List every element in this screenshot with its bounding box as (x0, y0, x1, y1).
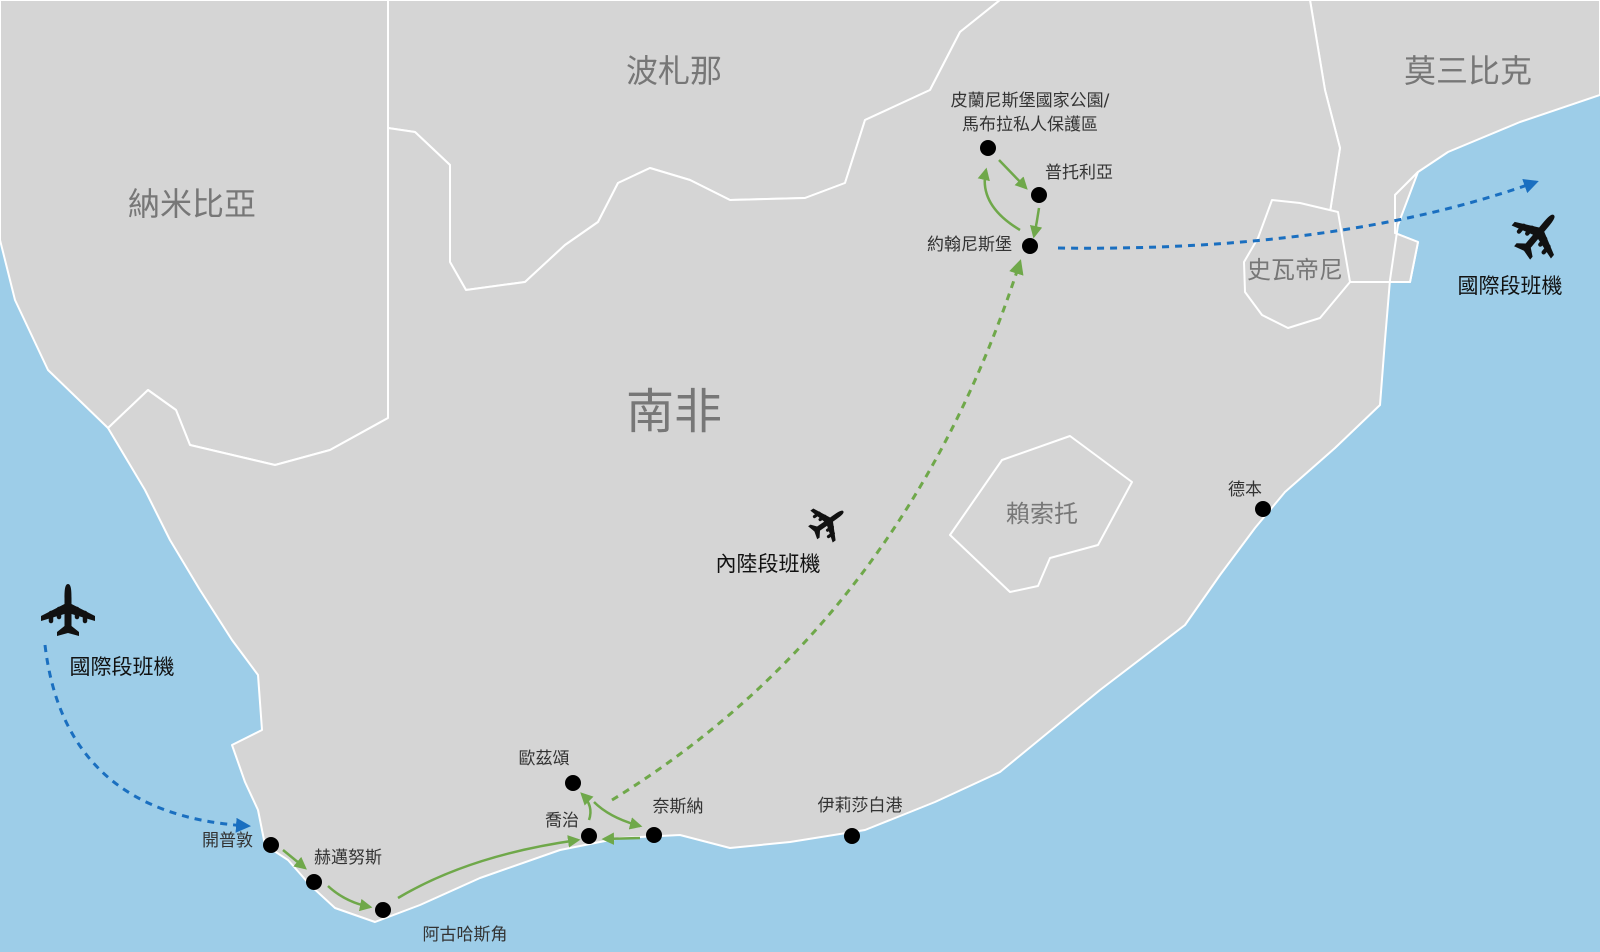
city-marker-pretoria (1031, 187, 1047, 203)
route-pretoria-johannesburg (1029, 207, 1043, 239)
city-marker-durban (1255, 501, 1271, 517)
city-marker-oudtshoorn (565, 775, 581, 791)
route-domestic-flight (611, 259, 1024, 802)
flight-label-international-west: 國際段班機 (70, 655, 175, 679)
city-label-knysna: 奈斯納 (653, 797, 704, 817)
route-international-arrival (43, 644, 251, 833)
city-marker-hermanus (306, 874, 322, 890)
city-label-oudtshoorn: 歐茲頌 (519, 749, 570, 769)
city-label-george: 喬治 (545, 811, 579, 831)
city-label-cape-town: 開普敦 (202, 831, 253, 851)
route-oudtshoorn-knysna (593, 801, 643, 830)
city-label-cape-agulhas: 阿古哈斯角 (423, 925, 508, 945)
city-marker-kruger (980, 140, 996, 156)
country-label-mozambique: 莫三比克 (1404, 52, 1532, 90)
city-label-pretoria: 普托利亞 (1045, 163, 1113, 183)
city-label-durban: 德本 (1228, 480, 1262, 500)
route-knysna-george (601, 832, 641, 845)
city-marker-johannesburg (1022, 238, 1038, 254)
country-label-lesotho: 賴索托 (1006, 500, 1078, 528)
route-capetown-hermanus (282, 849, 307, 870)
city-marker-knysna (646, 827, 662, 843)
city-label-port-elizabeth: 伊莉莎白港 (818, 796, 903, 816)
flight-label-international-east: 國際段班機 (1458, 274, 1563, 298)
city-label-kruger-line2: 馬布拉私人保護區 (962, 115, 1098, 135)
country-label-south-africa: 南非 (626, 384, 722, 440)
route-agulhas-george (397, 835, 581, 900)
city-label-hermanus: 赫邁努斯 (314, 848, 382, 868)
country-south-africa (107, 0, 1419, 923)
country-label-botswana: 波札那 (626, 52, 722, 90)
city-marker-port-elizabeth (844, 828, 860, 844)
flight-label-domestic: 內陸段班機 (716, 552, 821, 576)
city-marker-cape-town (263, 837, 279, 853)
route-hermanus-agulhas (327, 885, 373, 912)
city-label-kruger-line1: 皮蘭尼斯堡國家公園/ (951, 91, 1110, 111)
route-george-oudtshoorn (580, 792, 594, 821)
country-lesotho (949, 435, 1133, 593)
country-label-eswatini: 史瓦帝尼 (1247, 256, 1343, 284)
city-label-johannesburg: 約翰尼斯堡 (927, 235, 1012, 255)
country-label-namibia: 納米比亞 (128, 185, 256, 223)
route-international-departure (1057, 178, 1539, 250)
route-johannesburg-kruger (977, 167, 1021, 232)
route-kruger-pretoria (998, 159, 1028, 190)
city-marker-george (581, 828, 597, 844)
city-marker-cape-agulhas (375, 902, 391, 918)
